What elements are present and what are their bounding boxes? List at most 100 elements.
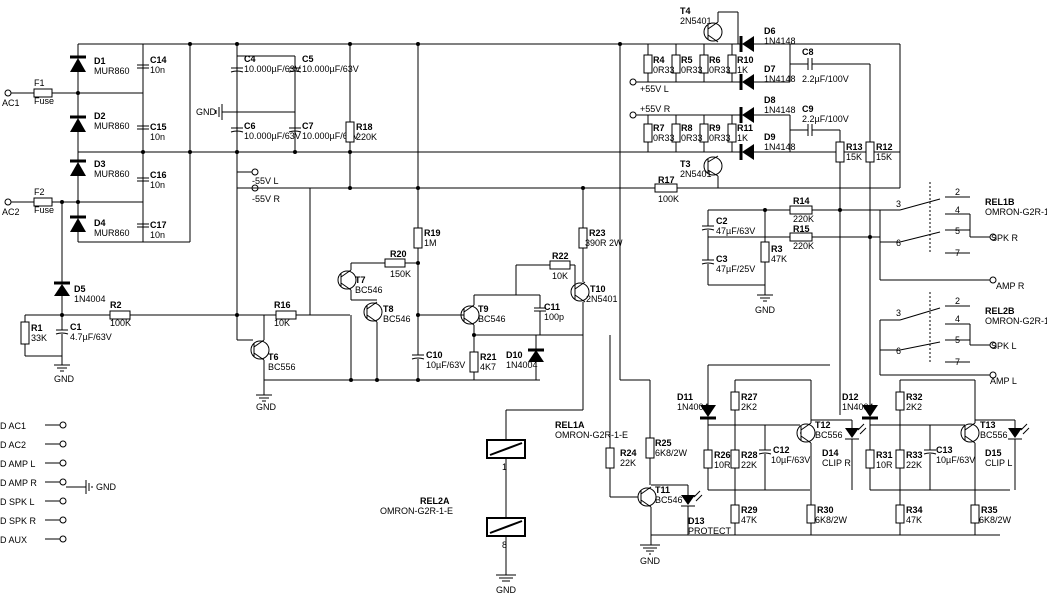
- r18-label: R18: [356, 122, 373, 132]
- protect-gnd-label: GND: [640, 556, 661, 566]
- ac-sense: D5 1N4004 R1 33K C1 4.7µF/63V GND R2 100…: [20, 200, 237, 384]
- r23-value: 390R 2W: [585, 238, 623, 248]
- r15-label: R15: [793, 224, 810, 234]
- r31-value: 10R: [876, 460, 893, 470]
- c7-value: 10.000µF/63V: [302, 131, 359, 141]
- rel1b-pin-2: 2: [955, 187, 960, 197]
- t11-label: T11: [655, 485, 670, 495]
- r25-label: R25: [655, 438, 672, 448]
- t9-label: T9: [478, 304, 489, 314]
- d6-label: D6: [764, 26, 776, 36]
- c10-value: 10µF/63V: [426, 360, 465, 370]
- d13-protect-label: PROTECT: [688, 526, 732, 536]
- t7-label: T7: [355, 275, 366, 285]
- t8-label: T8: [383, 304, 394, 314]
- r7-label: R7: [653, 123, 665, 133]
- amp-l-label: AMP L: [990, 376, 1017, 386]
- r17-label: R17: [658, 175, 675, 185]
- r9-label: R9: [709, 123, 721, 133]
- r30-label: R30: [817, 505, 834, 515]
- t12-label: T12: [815, 420, 831, 430]
- rel2a-pin-8: 8: [502, 540, 507, 550]
- c12-value: 10µF/63V: [771, 455, 810, 465]
- d4-label: D4: [94, 218, 106, 228]
- d5-type: 1N4004: [74, 294, 106, 304]
- c1-label: C1: [70, 322, 82, 332]
- clip-detector-r: D11 1N4004 R27 2K2 R26 10R R28 22K C12 1…: [677, 364, 878, 535]
- rel2b-pin-6: 6: [896, 346, 901, 356]
- clip-l-label: CLIP L: [985, 458, 1012, 468]
- connector-row-2: D AC2: [0, 440, 26, 450]
- plus55-l-label: +55V L: [640, 84, 669, 94]
- t6-label: T6: [268, 352, 279, 362]
- spk-l-label: SPK L: [991, 341, 1017, 351]
- r32-label: R32: [906, 392, 923, 402]
- t7-type: BC546: [355, 285, 383, 295]
- t3-type: 2N5401: [680, 169, 712, 179]
- dc-protect: T4 2N5401 +55V L R4 0R33 R5 0R33 R6 0R33…: [619, 6, 901, 415]
- c13-label: C13: [936, 445, 953, 455]
- r27-label: R27: [741, 392, 758, 402]
- r19-label: R19: [424, 228, 441, 238]
- c17-label: C17: [150, 220, 167, 230]
- r20-value: 150K: [390, 269, 411, 279]
- r12-value: 15K: [876, 152, 892, 162]
- c4-value: 10.000µF/63V: [244, 64, 301, 74]
- bridge-rectifier: D1 MUR860 D2 MUR860 D3 MUR860 D4 MUR860 …: [70, 43, 192, 243]
- r21-label: R21: [480, 352, 497, 362]
- rel1b-pin-3: 3: [896, 199, 901, 209]
- connector-gnd-label: GND: [96, 482, 117, 492]
- c14-label: C14: [150, 55, 167, 65]
- rel2b-pin-5: 5: [955, 335, 960, 345]
- r4-value: 0R33: [653, 65, 675, 75]
- r30-value: 6K8/2W: [815, 515, 848, 525]
- rel1b-label: REL1B: [985, 197, 1015, 207]
- t6-type: BC556: [268, 362, 296, 372]
- d5-label: D5: [74, 284, 86, 294]
- d9-type: 1N4148: [764, 142, 796, 152]
- r27-value: 2K2: [741, 402, 757, 412]
- r19-value: 1M: [424, 238, 437, 248]
- t3-label: T3: [680, 159, 691, 169]
- speaker-sense: R14 220K R15 220K C2 47µF/63V C3 47µF/25…: [701, 196, 880, 315]
- r3-label: R3: [771, 244, 783, 254]
- r6-value: 0R33: [709, 65, 731, 75]
- d2-label: D2: [94, 111, 106, 121]
- d7-type: 1N4148: [764, 74, 796, 84]
- rel2b-model: OMRON-G2R-1-: [985, 316, 1047, 326]
- rel1a-label: REL1A: [555, 420, 585, 430]
- d10-label: D10: [506, 350, 523, 360]
- r22-label: R22: [552, 251, 569, 261]
- rel2b-label: REL2B: [985, 306, 1015, 316]
- rel1b-pin-4: 4: [955, 205, 960, 215]
- c12-label: C12: [773, 445, 790, 455]
- r2-value: 100K: [110, 318, 131, 328]
- r20-label: R20: [390, 249, 407, 259]
- r3-value: 47K: [771, 254, 787, 264]
- r34-value: 47K: [906, 515, 922, 525]
- r25-value: 6K8/2W: [655, 448, 688, 458]
- r32-value: 2K2: [906, 402, 922, 412]
- d10-type: 1N4004: [506, 360, 538, 370]
- r26-label: R26: [714, 450, 731, 460]
- r11-value: 1K: [737, 133, 748, 143]
- r35-value: 6K8/2W: [979, 515, 1012, 525]
- c15-label: C15: [150, 122, 167, 132]
- r14-value: 220K: [793, 214, 814, 224]
- c6-value: 10.000µF/63V: [244, 131, 301, 141]
- clip-detector-l: R32 2K2 R31 10R R33 22K C13 10µF/63V R34…: [865, 379, 1030, 535]
- r31-label: R31: [876, 450, 893, 460]
- d11-label: D11: [677, 392, 693, 402]
- r10-value: 1K: [737, 65, 748, 75]
- rel2b-pin-7: 7: [955, 357, 960, 367]
- t10-label: T10: [590, 284, 606, 294]
- r8-value: 0R33: [681, 133, 703, 143]
- c9-label: C9: [802, 104, 814, 114]
- r29-label: R29: [741, 505, 758, 515]
- timer-stage: T6 BC556 GND R16 10K T7 BC546 T8 BC546 R…: [235, 187, 540, 412]
- r17-value: 100K: [658, 194, 679, 204]
- ac1-label: AC1: [2, 98, 20, 108]
- r28-value: 22K: [741, 460, 757, 470]
- minus55-r-label: -55V R: [252, 194, 281, 204]
